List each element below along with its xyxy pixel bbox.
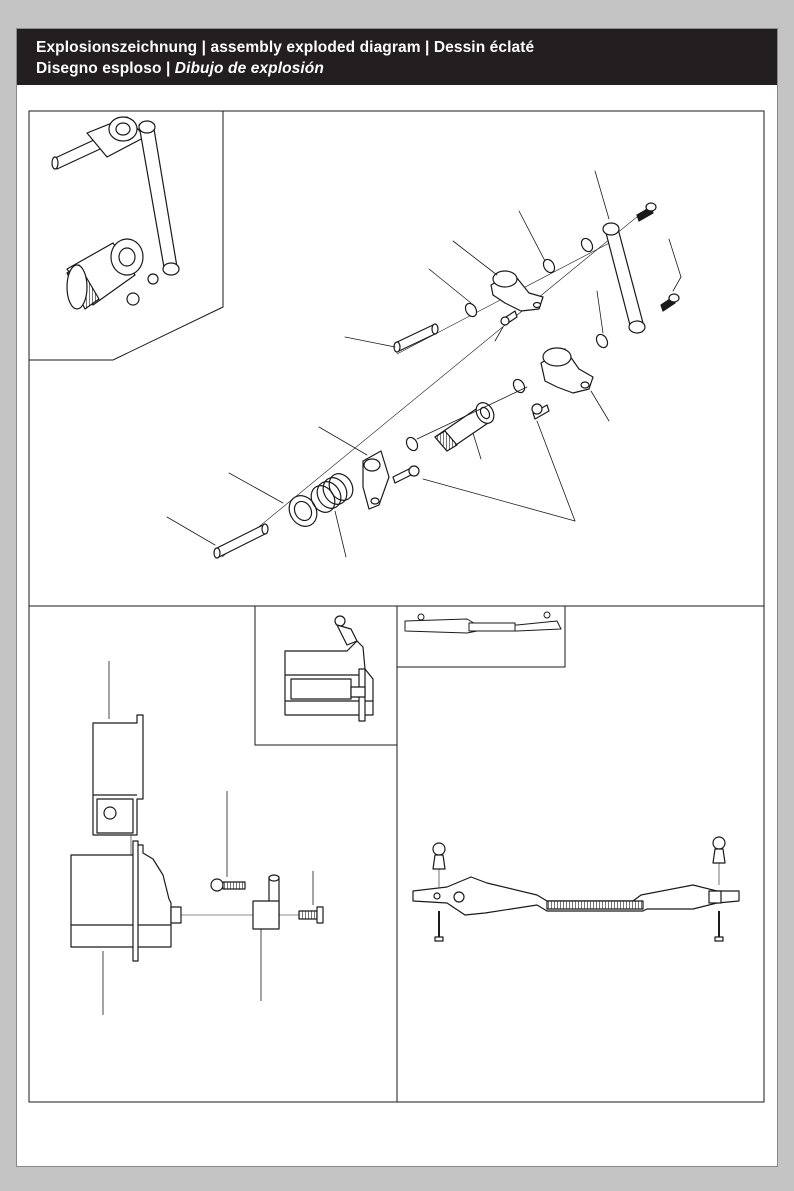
link-ball-stud-right bbox=[713, 837, 725, 885]
link-screw-left bbox=[435, 911, 443, 941]
servo-leader-lines bbox=[103, 661, 313, 1015]
upper-washer-3 bbox=[579, 236, 595, 253]
servo-body bbox=[71, 841, 181, 961]
link-pivot-left bbox=[454, 892, 464, 902]
servo-assembled-inset bbox=[285, 616, 373, 721]
servo-mount bbox=[93, 715, 143, 855]
servo-horn bbox=[253, 875, 279, 929]
steering-bellcrank-exploded bbox=[167, 171, 681, 558]
link-knurl bbox=[547, 901, 643, 909]
knurled-tube bbox=[435, 399, 497, 451]
link-screw-top bbox=[637, 203, 656, 221]
link-hole-left bbox=[434, 893, 440, 899]
upper-washer-1 bbox=[463, 301, 479, 318]
link-pivot-right bbox=[709, 891, 721, 903]
drag-link bbox=[603, 223, 645, 333]
middle-steering-arm bbox=[541, 348, 593, 393]
lower-ball-stud bbox=[393, 466, 419, 483]
link-screw-bottom bbox=[661, 294, 679, 311]
steering-link-exploded bbox=[413, 837, 739, 941]
lower-shaft bbox=[214, 524, 268, 558]
link-screw-right bbox=[715, 911, 723, 941]
manual-page: Explosionszeichnung | assembly exploded … bbox=[16, 28, 778, 1167]
bellcrank-assembled-inset bbox=[52, 117, 179, 309]
upper-ball-stud bbox=[501, 311, 517, 325]
upper-steering-arm bbox=[491, 271, 543, 311]
diagram-canvas bbox=[17, 29, 778, 1167]
upper-washer-4 bbox=[594, 332, 610, 349]
steering-link-assembled-inset bbox=[405, 612, 561, 633]
small-bearing-2 bbox=[511, 377, 527, 394]
lower-steering-arm bbox=[363, 451, 389, 509]
upper-shaft bbox=[394, 324, 438, 352]
large-bearing bbox=[284, 491, 323, 532]
small-bearing-1 bbox=[404, 435, 420, 452]
link-ball-stud-left bbox=[433, 843, 445, 887]
inset-frame-bellcrank bbox=[29, 111, 223, 360]
servo-horn-screw bbox=[299, 907, 323, 923]
middle-ball-stud bbox=[532, 404, 549, 419]
servo-ball-stud bbox=[211, 879, 245, 891]
